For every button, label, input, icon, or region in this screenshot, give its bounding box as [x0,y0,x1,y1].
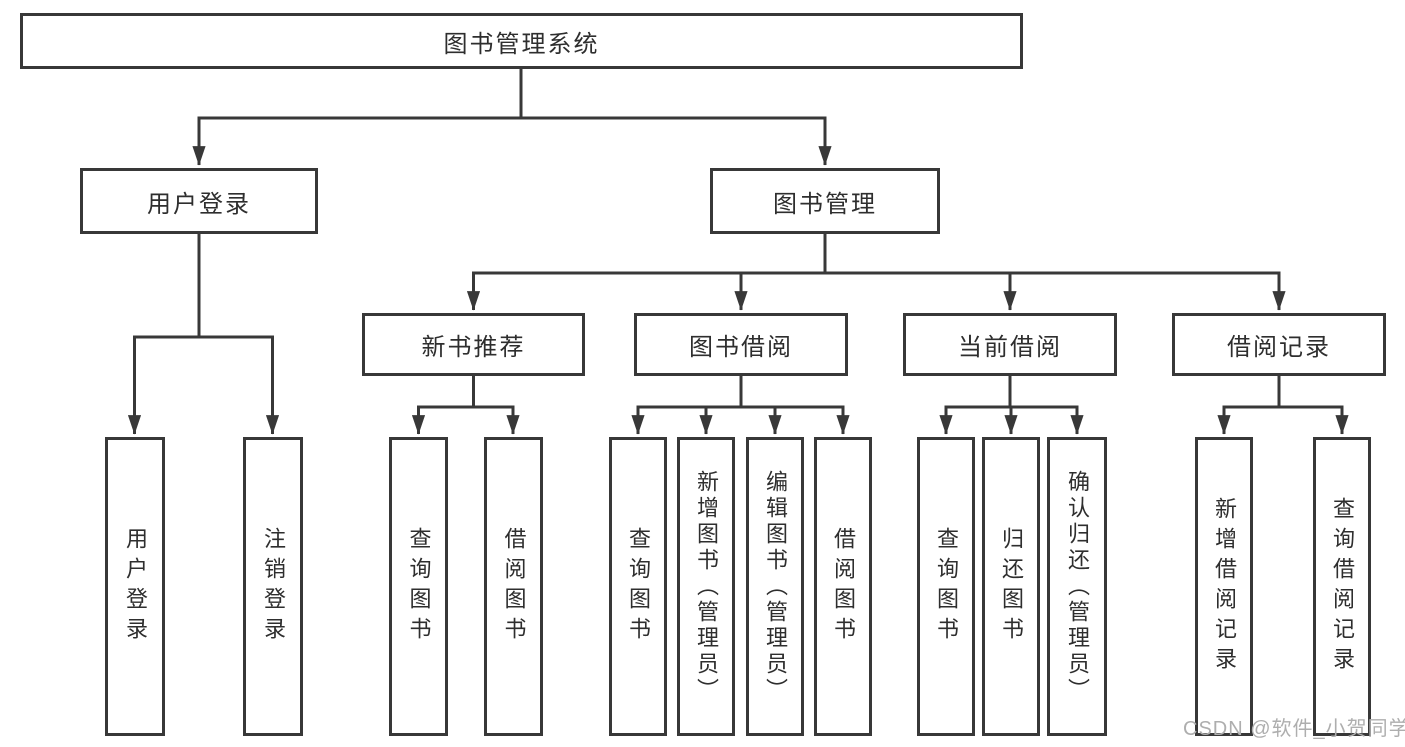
edge-book-borrow-children [631,375,850,435]
node-new-book-rec-label: 新书推荐 [421,334,526,361]
node-book-borrow: 图书借阅 [634,313,848,376]
node-book-mgmt: 图书管理 [710,168,940,234]
node-borrow-records-label: 借阅记录 [1227,334,1331,361]
node-current-confirm-return-admin-label: 确认归还（管理员） [1065,469,1090,704]
node-current-return-books-label: 归还图书 [999,526,1024,647]
node-newbook-query-books-label: 查询图书 [406,526,432,647]
edge-borrow-records-children [1217,375,1349,435]
node-borrow-borrow-books: 借阅图书 [814,437,872,736]
node-records-add-record-label: 新增借阅记录 [1212,496,1237,677]
watermark: CSDN @软件_小贺同学 [1183,718,1405,740]
node-root-system-label: 图书管理系统 [443,30,600,58]
node-book-borrow-label: 图书借阅 [689,334,793,361]
node-borrow-edit-books-admin: 编辑图书（管理员） [746,437,804,736]
node-logout-label: 注销登录 [261,526,286,647]
node-current-borrow-label: 当前借阅 [958,334,1062,361]
node-borrow-add-books-admin-label: 新增图书（管理员） [694,469,719,704]
node-records-query-record-label: 查询借阅记录 [1330,496,1355,677]
node-current-query-books: 查询图书 [917,437,975,736]
node-book-mgmt-label: 图书管理 [773,190,877,218]
node-user-login-group: 用户登录 [80,168,318,234]
node-borrow-edit-books-admin-label: 编辑图书（管理员） [763,469,788,704]
edge-user-login-children [127,232,280,435]
node-borrow-query-books: 查询图书 [609,437,667,736]
node-user-login-label: 用户登录 [123,526,148,647]
edge-book-mgmt-children [466,232,1286,311]
node-records-query-record: 查询借阅记录 [1313,437,1371,736]
edge-root-to-level2 [192,67,832,166]
node-newbook-query-books: 查询图书 [389,437,448,736]
node-borrow-records: 借阅记录 [1172,313,1386,376]
node-newbook-borrow-books-label: 借阅图书 [501,526,527,647]
node-current-confirm-return-admin: 确认归还（管理员） [1047,437,1107,736]
edge-current-borrow-children [939,375,1084,435]
node-user-login: 用户登录 [105,437,165,736]
node-records-add-record: 新增借阅记录 [1195,437,1253,736]
node-new-book-rec: 新书推荐 [362,313,585,376]
node-borrow-borrow-books-label: 借阅图书 [831,526,856,647]
node-borrow-query-books-label: 查询图书 [626,526,651,647]
node-borrow-add-books-admin: 新增图书（管理员） [677,437,735,736]
node-current-return-books: 归还图书 [982,437,1040,736]
node-user-login-group-label: 用户登录 [147,190,251,218]
node-root-system: 图书管理系统 [20,13,1023,69]
node-current-query-books-label: 查询图书 [934,526,959,647]
node-logout: 注销登录 [243,437,303,736]
node-current-borrow: 当前借阅 [903,313,1117,376]
node-newbook-borrow-books: 借阅图书 [484,437,543,736]
edge-new-book-children [411,375,520,435]
